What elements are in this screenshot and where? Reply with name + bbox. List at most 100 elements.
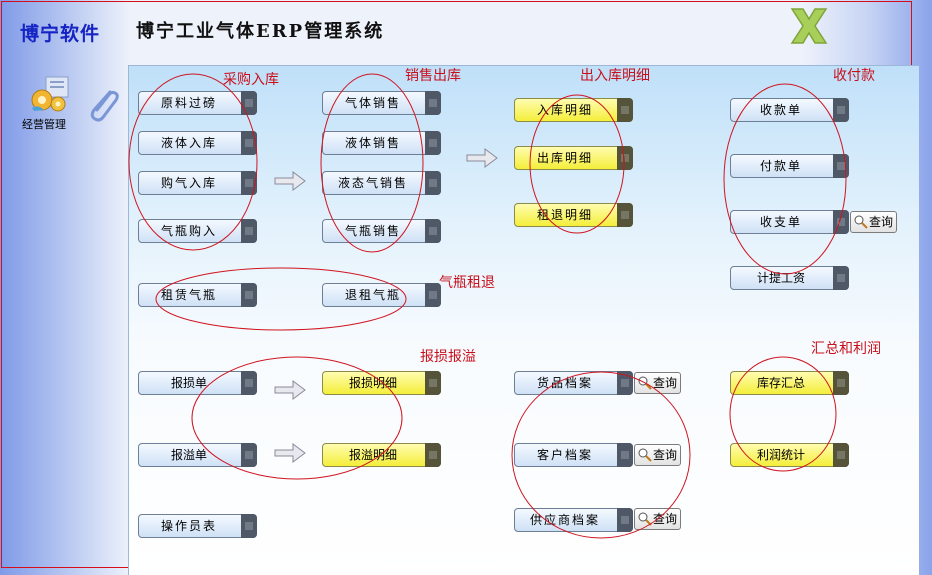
receipt-button[interactable]: 收款单 (730, 98, 849, 122)
magnifier-icon (638, 376, 652, 390)
right-arrow-icon (274, 380, 306, 400)
out-detail-button[interactable]: 出库明细 (514, 146, 633, 170)
close-icon[interactable] (786, 5, 832, 47)
loss-detail-button[interactable]: 报损明细 (322, 371, 441, 395)
cylinder-sale-button[interactable]: 气瓶销售 (322, 219, 441, 243)
query-label: 查询 (653, 376, 678, 390)
query-label: 查询 (653, 512, 678, 526)
grid-icon (241, 283, 257, 307)
query-label: 查询 (653, 448, 678, 462)
stock-summary-label: 库存汇总 (756, 376, 805, 390)
salary-button[interactable]: 计提工资 (730, 266, 849, 290)
customer-file-button[interactable]: 客户档案 (514, 443, 633, 467)
in-detail-button[interactable]: 入库明细 (514, 98, 633, 122)
operator-table-label: 操作员表 (160, 519, 217, 533)
loss-form-label: 报损单 (170, 376, 207, 390)
grid-icon (833, 443, 849, 467)
grid-icon (425, 91, 441, 115)
in-detail-label: 入库明细 (536, 103, 593, 117)
grid-icon (617, 98, 633, 122)
gas-in-button[interactable]: 购气入库 (138, 171, 257, 195)
grid-icon (241, 514, 257, 538)
sales-section-label: 销售出库 (405, 68, 461, 84)
supplier-file-button[interactable]: 供应商档案 (514, 508, 633, 532)
gas-sale-button[interactable]: 气体销售 (322, 91, 441, 115)
customer-file-label: 客户档案 (536, 448, 593, 462)
grid-icon (425, 283, 441, 307)
grid-icon (833, 266, 849, 290)
right-arrow-icon (466, 148, 498, 168)
loss-overflow-section-label: 报损报溢 (420, 349, 476, 365)
grid-icon (425, 131, 441, 155)
magnifier-icon (638, 512, 652, 526)
grid-icon (241, 443, 257, 467)
income-expense-label: 收支单 (759, 215, 802, 229)
liquid-sale-button[interactable]: 液体销售 (322, 131, 441, 155)
query-label: 查询 (869, 215, 894, 229)
right-arrow-icon (274, 443, 306, 463)
gas-sale-label: 气体销售 (344, 96, 401, 110)
grid-icon (241, 131, 257, 155)
grid-icon (617, 508, 633, 532)
rent-cylinder-label: 租赁气瓶 (160, 288, 217, 302)
cylinder-rental-section-label: 气瓶租退 (439, 275, 495, 291)
loss-detail-label: 报损明细 (348, 376, 397, 390)
goods-query-button[interactable]: 查询 (634, 372, 681, 394)
cylinder-buy-button[interactable]: 气瓶购入 (138, 219, 257, 243)
grid-icon (241, 171, 257, 195)
payment-label: 付款单 (759, 159, 802, 173)
income-expense-button[interactable]: 收支单 (730, 210, 849, 234)
supplier-query-button[interactable]: 查询 (634, 508, 681, 530)
paperclip-icon (90, 90, 119, 122)
payment-button[interactable]: 付款单 (730, 154, 849, 178)
business-management-icon[interactable] (30, 74, 74, 112)
rent-return-detail-button[interactable]: 租退明细 (514, 203, 633, 227)
grid-icon (833, 154, 849, 178)
overflow-form-label: 报溢单 (170, 448, 207, 462)
grid-icon (617, 371, 633, 395)
goods-file-button[interactable]: 货品档案 (514, 371, 633, 395)
liquid-sale-label: 液体销售 (344, 136, 401, 150)
cylinder-buy-label: 气瓶购入 (160, 224, 217, 238)
business-management-label[interactable]: 经营管理 (22, 118, 66, 131)
overflow-form-button[interactable]: 报溢单 (138, 443, 257, 467)
return-cylinder-button[interactable]: 退租气瓶 (322, 283, 441, 307)
system-title: 博宁工业气体ERP管理系统 (136, 21, 385, 42)
grid-icon (617, 146, 633, 170)
summary-profit-section-label: 汇总和利润 (811, 341, 881, 357)
grid-icon (833, 210, 849, 234)
right-arrow-icon (274, 171, 306, 191)
grid-icon (617, 443, 633, 467)
profit-stats-button[interactable]: 利润统计 (730, 443, 849, 467)
rent-cylinder-button[interactable]: 租赁气瓶 (138, 283, 257, 307)
rent-return-detail-label: 租退明细 (536, 208, 593, 222)
grid-icon (833, 98, 849, 122)
liquid-in-label: 液体入库 (160, 136, 217, 150)
operator-table-button[interactable]: 操作员表 (138, 514, 257, 538)
return-cylinder-label: 退租气瓶 (344, 288, 401, 302)
grid-icon (425, 443, 441, 467)
overflow-detail-button[interactable]: 报溢明细 (322, 443, 441, 467)
raw-weigh-button[interactable]: 原料过磅 (138, 91, 257, 115)
stock-summary-button[interactable]: 库存汇总 (730, 371, 849, 395)
grid-icon (833, 371, 849, 395)
grid-icon (425, 371, 441, 395)
gas-in-label: 购气入库 (160, 176, 217, 190)
cylinder-sale-label: 气瓶销售 (344, 224, 401, 238)
liquid-gas-sale-button[interactable]: 液态气销售 (322, 171, 441, 195)
out-detail-label: 出库明细 (536, 151, 593, 165)
liquid-in-button[interactable]: 液体入库 (138, 131, 257, 155)
grid-icon (241, 219, 257, 243)
grid-icon (425, 219, 441, 243)
salary-label: 计提工资 (756, 271, 805, 285)
magnifier-icon (638, 448, 652, 462)
income-expense-query-button[interactable]: 查询 (850, 211, 897, 233)
customer-query-button[interactable]: 查询 (634, 444, 681, 466)
profit-stats-label: 利润统计 (756, 448, 805, 462)
supplier-file-label: 供应商档案 (529, 513, 600, 527)
loss-form-button[interactable]: 报损单 (138, 371, 257, 395)
grid-icon (617, 203, 633, 227)
magnifier-icon (854, 215, 868, 229)
liquid-gas-sale-label: 液态气销售 (337, 176, 408, 190)
raw-weigh-label: 原料过磅 (160, 96, 217, 110)
